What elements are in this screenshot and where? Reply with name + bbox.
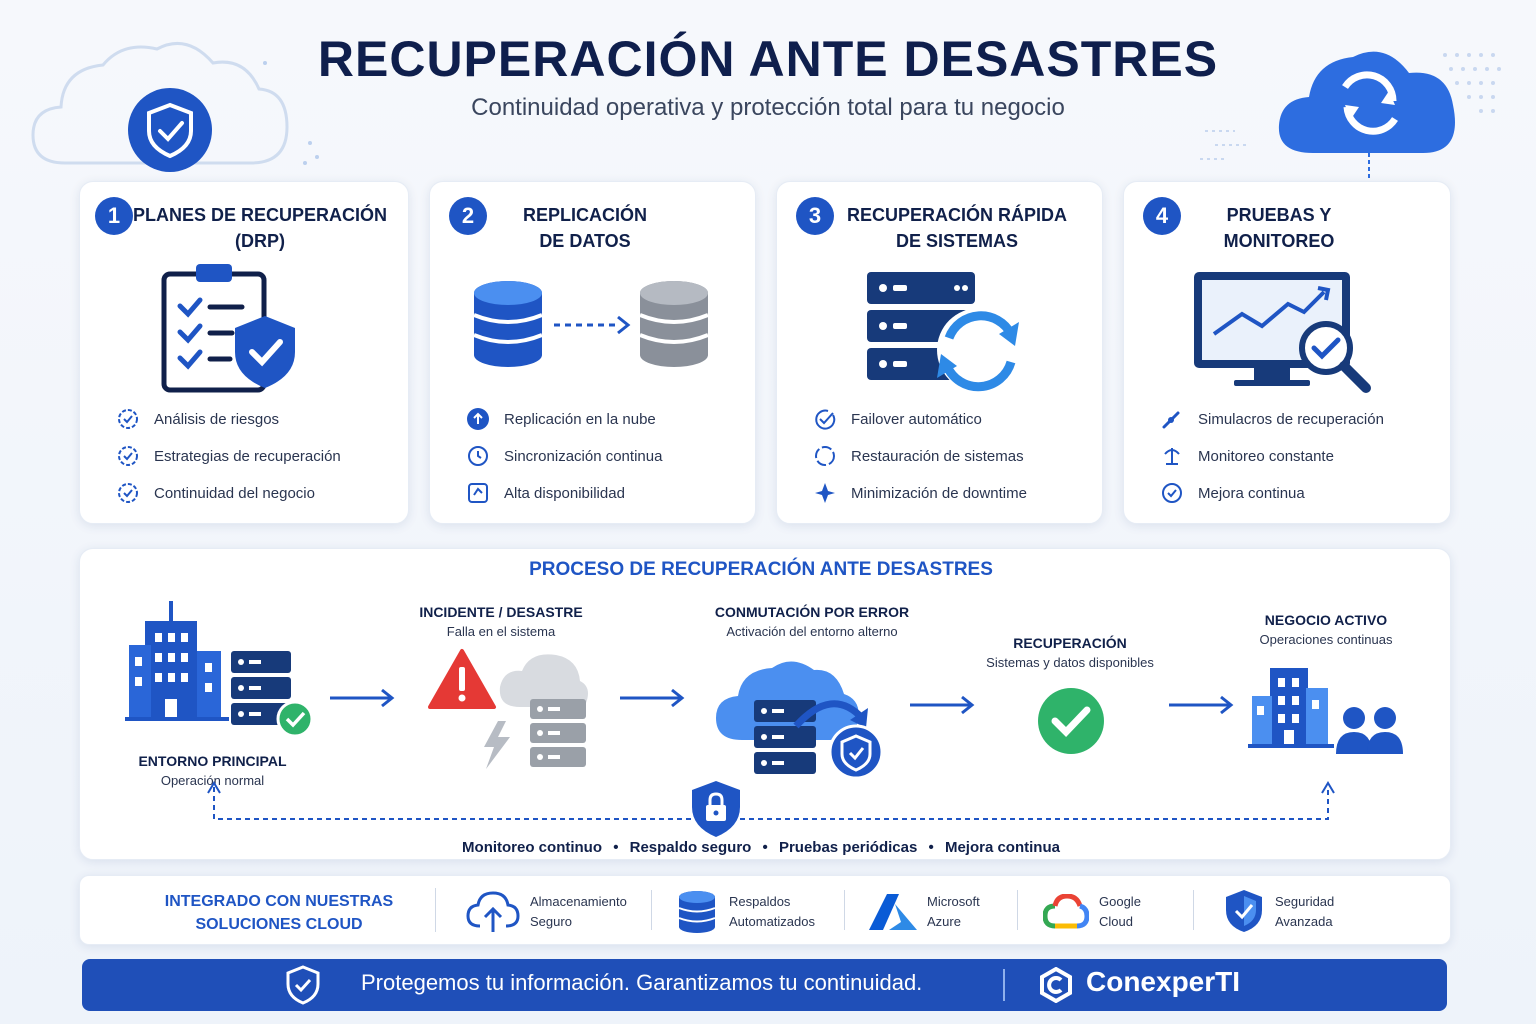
feature-item: Sincronización continua (466, 442, 662, 470)
cloud-up-icon (467, 408, 489, 430)
step-subtitle: Operaciones continuas (1259, 632, 1393, 647)
restore-icon (815, 446, 835, 466)
database-icon (678, 891, 716, 933)
step-subtitle: Sistemas y datos disponibles (986, 655, 1154, 670)
feature-item: Minimización de downtime (813, 479, 1027, 507)
feedback-loop-line (207, 781, 1335, 820)
arrow-right-icon (1169, 695, 1234, 715)
step-title: NEGOCIO ACTIVO (1264, 612, 1388, 628)
strategy-icon (118, 446, 138, 466)
card-title: PRUEBAS Y MONITOREO (1223, 205, 1335, 251)
card-title: RECUPERACIÓN RÁPIDA DE SISTEMAS (846, 205, 1068, 251)
feature-item: Restauración de sistemas (813, 442, 1027, 470)
shield-check-icon (286, 965, 320, 1005)
card-system-recovery: 3 RECUPERACIÓN RÁPIDA DE SISTEMAS Failov… (776, 181, 1103, 524)
arrow-right-icon (620, 688, 685, 708)
check-circle-icon (118, 483, 138, 503)
server-recovery-icon (867, 272, 1021, 392)
target-icon (118, 409, 138, 429)
card-data-replication: 2 REPLICACIÓN DE DATOS Replicación en la… (429, 181, 756, 524)
cloud-upload-icon (466, 891, 520, 932)
monitor-signal-icon (1164, 448, 1180, 465)
card-testing-monitoring: 4 PRUEBAS Y MONITOREO Simulacros de recu… (1123, 181, 1451, 524)
business-team-icon (1248, 668, 1403, 754)
feature-item: Mejora continua (1160, 479, 1384, 507)
arrow-right-icon (330, 688, 395, 708)
failover-icon (815, 409, 836, 430)
card-title: PLANES DE RECUPERACIÓN (DRP) (132, 205, 388, 251)
step-subtitle: Activación del entorno alterno (726, 624, 898, 639)
feature-item: Estrategias de recuperación (116, 442, 341, 470)
footer-tagline: Protegemos tu información. Garantizamos … (361, 970, 923, 995)
drill-icon (1162, 411, 1180, 429)
monitor-chart-icon (1194, 272, 1371, 393)
shield-cloud-icon (31, 41, 319, 172)
building-server-icon (125, 601, 314, 736)
integration-bar: INTEGRADO CON NUESTRAS SOLUCIONES CLOUD … (79, 875, 1451, 945)
card-number: 4 (1143, 197, 1181, 235)
step-title: INCIDENTE / DESASTRE (419, 604, 583, 620)
process-title: PROCESO DE RECUPERACIÓN ANTE DESASTRES (529, 559, 993, 580)
feature-item: Failover automático (813, 405, 1027, 433)
footer-brand: ConexperTI (1086, 966, 1241, 997)
step-subtitle: Falla en el sistema (446, 624, 556, 639)
step-title: RECUPERACIÓN (1013, 635, 1127, 651)
incident-storm-icon (428, 649, 588, 769)
failover-cloud-icon (716, 661, 884, 780)
availability-icon (468, 483, 488, 503)
feature-item: Monitoreo constante (1160, 442, 1384, 470)
step-title: ENTORNO PRINCIPAL (138, 753, 287, 769)
footer-banner: Protegemos tu información. Garantizamos … (82, 959, 1447, 1011)
card-number: 1 (95, 197, 133, 235)
success-check-icon (1038, 688, 1104, 754)
card-number: 3 (796, 197, 834, 235)
loop-labels: Monitoreo continuo • Respaldo seguro • P… (462, 839, 1060, 856)
step-title: CONMUTACIÓN POR ERROR (714, 604, 910, 620)
feature-item: Alta disponibilidad (466, 479, 662, 507)
sync-icon (468, 446, 488, 466)
database-replication-icon (473, 281, 709, 367)
page-title: RECUPERACIÓN ANTE DESASTRES (317, 31, 1219, 87)
process-panel: PROCESO DE RECUPERACIÓN ANTE DESASTRES E… (79, 548, 1451, 860)
shield-check-icon (1226, 890, 1262, 932)
sync-cloud-icon (1200, 51, 1501, 183)
card-number: 2 (449, 197, 487, 235)
check-circle-icon (1162, 483, 1182, 503)
clipboard-shield-icon (161, 264, 295, 393)
azure-logo-icon (869, 894, 917, 930)
google-cloud-logo-icon (1043, 894, 1089, 929)
step-subtitle: Operación normal (160, 773, 265, 788)
card-title: REPLICACIÓN DE DATOS (522, 205, 647, 251)
integration-title: INTEGRADO CON NUESTRAS SOLUCIONES CLOUD (164, 893, 394, 933)
feature-item: Continuidad del negocio (116, 479, 341, 507)
card-drp: 1 PLANES DE RECUPERACIÓN (DRP) Análisis … (79, 181, 409, 524)
conexperti-logo-icon (1040, 967, 1072, 1003)
rocket-icon (815, 483, 835, 503)
feature-item: Simulacros de recuperación (1160, 405, 1384, 433)
feature-item: Replicación en la nube (466, 405, 662, 433)
page-subtitle: Continuidad operativa y protección total… (471, 94, 1065, 121)
lock-shield-icon (692, 781, 740, 837)
arrow-right-icon (910, 695, 975, 715)
feature-item: Análisis de riesgos (116, 405, 341, 433)
